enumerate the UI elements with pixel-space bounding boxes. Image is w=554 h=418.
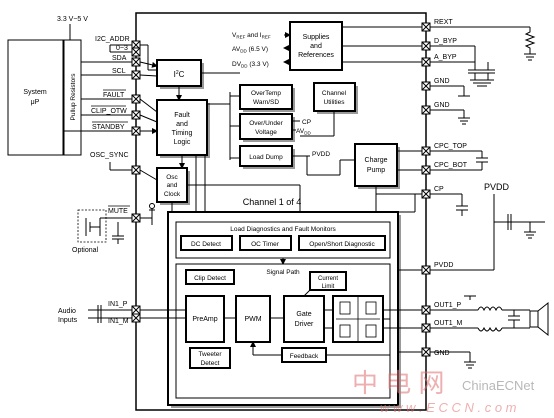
pin-label-standby: STANDBY [92,124,125,131]
oc-timer-block [239,235,292,251]
watermark-url: w w w . E C C N . c o m [380,400,517,415]
pin-label-out1-m: OUT1_M [434,320,463,327]
pullup-resistors-label: Pullup Resistors [70,73,77,121]
watermark-brand: ChinaECNet [462,378,535,393]
clip-detect-label: Clip Detect [194,275,226,282]
feedback-label: Feedback [290,353,319,360]
fault-label-4: Logic [174,139,191,146]
fault-label-3: Timing [172,130,193,137]
supplies-label-1: Supplies [303,34,330,41]
oc-timer-label: OC Timer [251,241,280,248]
load-diag-title: Load Diagnostics and Fault Monitors [230,226,336,233]
overtemp-block [239,84,293,110]
pin-label-gnd-2: GND [434,102,450,109]
channel-utilities-block [313,82,356,112]
current-limit-label-2: Limit [322,284,335,290]
vref-iref-label: VREF and IREF [232,32,271,40]
preamp-block [185,295,225,343]
gate-label-1: Gate [296,311,311,318]
loaddump-label: Load Dump [249,154,283,161]
pvdd-external-label: PVDD [484,182,510,192]
fault-label-1: Fault [174,112,190,119]
osc-label-2: and [167,182,178,189]
pin-label-a-byp: A_BYP [434,54,457,61]
pin-label-in1-p: IN1_P [108,301,128,308]
supplies-references-block [289,21,343,71]
fault-label-2: and [176,121,188,128]
channel-util-label-1: Channel [322,90,347,97]
osc-label-1: Osc [166,174,178,181]
current-limit-block [309,271,347,291]
overtemp-label-1: OverTemp [251,90,281,97]
dc-detect-label: DC Detect [191,241,221,248]
system-up-box [7,39,64,156]
pin-label-cp: CP [434,186,444,193]
pin-label-scl: SCL [112,68,126,75]
over-under-voltage-block [239,113,293,140]
overtemp-label-2: Warn/SD [253,99,279,106]
pullup-resistors-box [63,39,82,156]
gate-driver-block [283,295,325,343]
signal-path-title: Signal Path [266,269,300,276]
charge-pump-label-2: Pump [367,167,385,174]
supplies-label-3: References [298,52,334,59]
cp-label: CP [302,119,311,126]
avdd-inner-label: AVDD [296,128,311,136]
pin-label-fault: FAULT [103,92,125,99]
open-short-label: Open/Short Diagnostic [309,241,375,248]
supplies-label-2: and [310,43,322,50]
optional-label: Optional [72,247,99,254]
pin-label-i2c-addr-range: 0−3 [116,45,128,52]
pin-label-cpc-top: CPC_TOP [434,143,467,150]
pin-label-in1-m: IN1_M [108,318,129,325]
pin-label-clip-otw: CLIP_OTW [91,108,127,115]
system-up-label-2: μP [31,99,40,106]
pin-label-pvdd: PVDD [434,262,453,269]
open-short-block [298,235,386,251]
watermark-cn: 中 电 网 [352,368,444,398]
charge-pump-block [354,143,398,187]
charge-pump-label-1: Charge [365,157,388,164]
pin-label-rext: REXT [434,19,453,26]
clip-detect-block [185,269,235,285]
speaker-icon [529,310,539,328]
fault-timing-logic-block [156,99,208,156]
osc-label-3: Clock [164,191,181,198]
overunder-label-1: Over/Under [249,120,283,127]
audio-inputs-label-2: Inputs [58,317,78,324]
i2c-label: I2C [174,70,185,79]
dc-detect-block [180,235,233,251]
pin-label-cpc-bot: CPC_BOT [434,162,468,169]
pin-label-mute: MUTE [108,208,128,215]
supply-voltage-label: 3.3 V−5 V [57,16,88,23]
overunder-label-2: Voltage [255,129,277,136]
pwm-label: PWM [244,316,261,323]
pvdd-inner-label: PVDD [312,151,330,158]
gate-label-2: Driver [295,321,314,328]
pin-label-i2c-addr: I2C_ADDR [95,36,130,43]
preamp-label: PreAmp [192,316,217,323]
pin-label-sda: SDA [112,55,127,62]
tweeter-label-2: Detect [201,360,220,367]
pin-label-d-byp: D_BYP [434,38,457,45]
channel-util-label-2: Utilities [324,99,346,106]
audio-inputs-label-1: Audio [58,308,76,315]
channel-title: Channel 1 of 4 [243,197,302,207]
pin-label-gnd-1: GND [434,78,450,85]
system-up-label-1: System [23,89,47,96]
pin-label-out1-p: OUT1_P [434,302,462,309]
avdd-label: AVDD (6.5 V) [232,46,268,54]
pin-label-osc-sync: OSC_SYNC [90,152,129,159]
tweeter-detect-block [189,347,231,369]
optional-circuit-outline [77,209,107,243]
tweeter-label-1: Tweeter [198,351,222,358]
pin-label-gnd-3: GND [434,350,450,357]
current-limit-label-1: Current [318,276,338,282]
dvdd-label: DVDD (3.3 V) [232,61,269,69]
